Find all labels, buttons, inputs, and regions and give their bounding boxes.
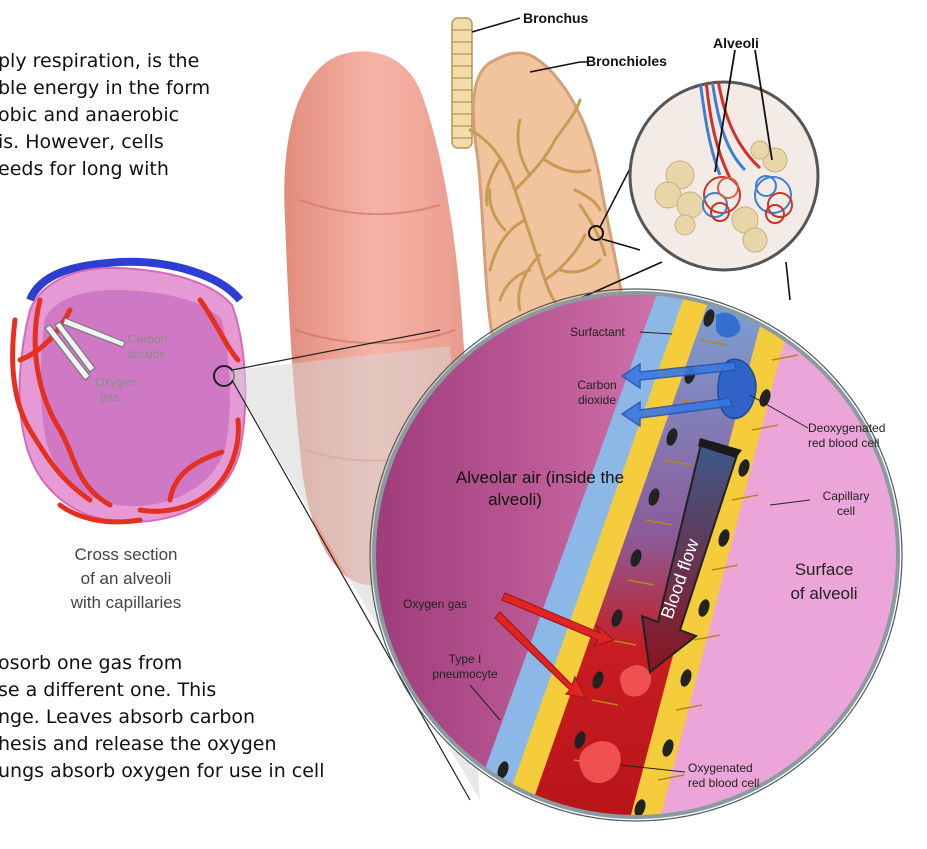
capillary-cell-label: Capillary xyxy=(823,489,870,503)
deoxygenated-label: Deoxygenated xyxy=(808,421,885,435)
capillary-cell-label: cell xyxy=(837,504,855,518)
bronchus-label: Bronchus xyxy=(523,10,589,26)
surfactant-label: Surfactant xyxy=(570,325,625,339)
alveoli-cross-section: Carbon dioxide Oxygen gas Cross section … xyxy=(13,262,246,612)
carbon-dioxide-small-label: Carbon xyxy=(128,332,167,346)
alveolar-air-label: Alveolar air (inside the xyxy=(456,468,624,487)
carbon-dioxide-small-label: dioxide xyxy=(128,347,166,361)
oxygen-small-label: Oxygen xyxy=(95,375,136,389)
oxygenated-label: red blood cell xyxy=(688,776,759,790)
surface-label: of alveoli xyxy=(790,584,857,603)
cross-section-caption: of an alveoli xyxy=(81,569,172,588)
type1-pneumocyte-label: pneumocyte xyxy=(432,667,498,681)
cross-section-caption: Cross section xyxy=(75,545,178,564)
surface-label: Surface xyxy=(795,560,854,579)
oxygenated-label: Oxygenated xyxy=(688,761,753,775)
alveoli-label: Alveoli xyxy=(713,35,759,51)
bronchus-tube xyxy=(452,18,472,148)
carbon-dioxide-label: dioxide xyxy=(578,393,616,407)
alveolar-air-label: alveoli) xyxy=(488,490,542,509)
carbon-dioxide-label: Carbon xyxy=(577,378,616,392)
deoxygenated-label: red blood cell xyxy=(808,436,879,450)
bronchioles-label: Bronchioles xyxy=(586,53,667,69)
oxygen-gas-label: Oxygen gas xyxy=(403,597,467,611)
type1-pneumocyte-label: Type I xyxy=(449,652,482,666)
oxygen-small-label: gas xyxy=(100,390,119,404)
cross-section-caption: with capillaries xyxy=(70,593,182,612)
